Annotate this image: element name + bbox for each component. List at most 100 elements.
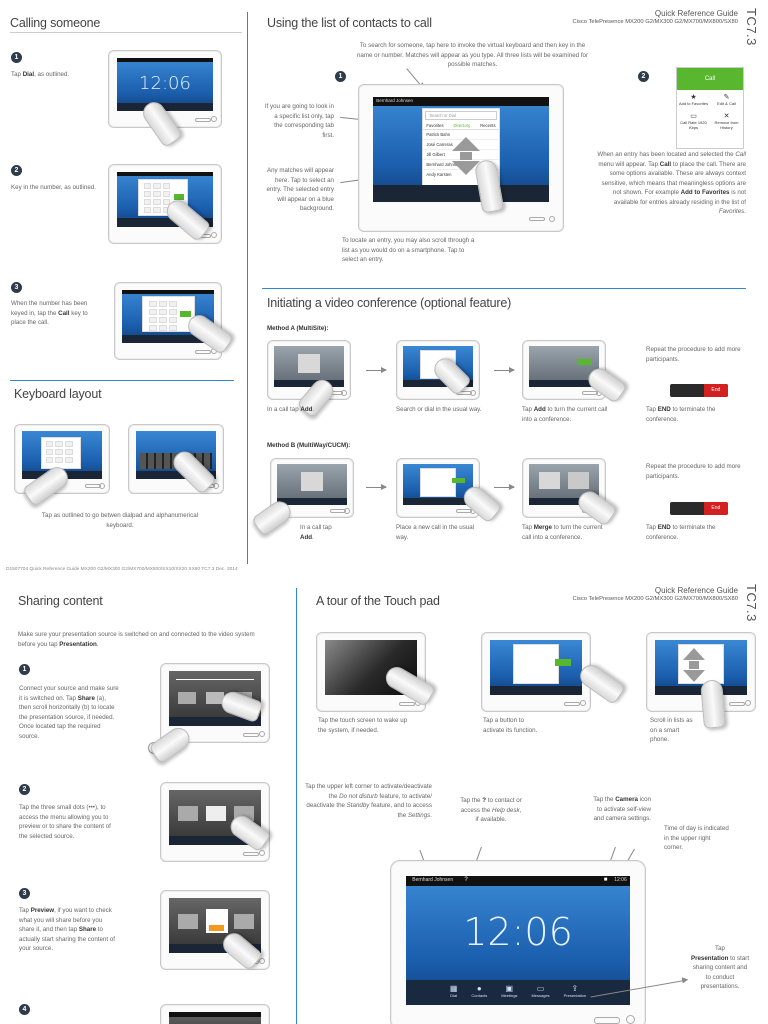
flow-arrow: [494, 484, 515, 490]
calling-title: Calling someone: [10, 16, 101, 30]
flow-arrow: [366, 484, 387, 490]
sharing-title: Sharing content: [18, 594, 103, 608]
time-of-day: 12:06: [614, 877, 627, 884]
corner-note: Tap the upper left corner to activate/de…: [305, 783, 432, 819]
toolbar-meetings[interactable]: ▣Meetings: [501, 983, 518, 998]
rate-icon: ▭: [690, 113, 697, 120]
list-note: If you are going to look in a specific l…: [264, 103, 334, 139]
scroll-note: To locate an entry, you may also scroll …: [342, 237, 475, 263]
call-rate-button[interactable]: ▭Call Rate 1920 Kbps: [677, 109, 710, 133]
toolbar-dial[interactable]: ▦Dial: [449, 983, 458, 998]
touchpad-image: [160, 1004, 270, 1024]
repeat-note: Repeat the procedure to add more partici…: [646, 463, 741, 480]
section-divider: [10, 380, 234, 381]
tab-directory[interactable]: Directory: [453, 123, 471, 129]
keyboard-title: Keyboard layout: [14, 387, 102, 401]
edit-call-button[interactable]: ✎Edit & Call: [710, 90, 743, 109]
touchpad-screen: 12:06: [116, 57, 214, 112]
presentation-note: Tap Presentation to start sharing conten…: [690, 945, 750, 990]
matches-note: Any matches will appear here. Tap to sel…: [266, 167, 334, 212]
sharing-intro: Make sure your presentation source is sw…: [18, 631, 255, 648]
touchpad-image: Bernhard Johnsen Search or Dial Favorite…: [358, 84, 564, 232]
step-number: 4: [19, 1004, 30, 1015]
time-note: Time of day is indicated in the upper ri…: [664, 825, 729, 851]
tab-favorites[interactable]: Favorites: [426, 123, 444, 129]
step-number: 3: [11, 282, 22, 293]
method-a-label: Method A (MultiSite):: [267, 325, 329, 332]
tour-caption: Tap the touch screen to wake up the syst…: [318, 717, 408, 734]
step-caption: In a call tap Add.: [300, 524, 332, 541]
guide-title: Quick Reference Guide: [654, 586, 738, 595]
toolbar: ▦Dial ●Contacts ▣Meetings ▭Messages ⇪Pre…: [406, 979, 630, 1006]
help-note: Tap the ? to contact or access the Help …: [460, 797, 522, 823]
dial-icon: ▦: [449, 983, 458, 993]
section-divider: [296, 588, 297, 1024]
end-button[interactable]: End: [703, 384, 728, 397]
tab-recents[interactable]: Recents: [480, 123, 496, 129]
section-divider: [247, 12, 248, 564]
list-item[interactable]: Andy Karsten: [426, 172, 452, 178]
calling-step2-text: Key in the number, as outlined.: [11, 184, 96, 191]
camera-icon[interactable]: ■: [603, 877, 608, 884]
touchpad-image: [481, 632, 591, 712]
add-favorites-button[interactable]: ★Add to Favorites: [678, 94, 709, 106]
presentation-icon: ⇪: [571, 983, 579, 993]
guide-models: Cisco TelePresence MX200 G2/MX300 G2/MX7…: [572, 596, 738, 602]
step-caption: Tap Add to turn the current call into a …: [522, 406, 608, 423]
sharing-step1-text: Connect your source and make sure it is …: [19, 685, 119, 740]
tour-caption: Tap a button to activate its function.: [483, 717, 538, 734]
meetings-icon: ▣: [505, 983, 514, 993]
edit-icon: ✎: [723, 94, 730, 101]
end-button[interactable]: End: [703, 502, 728, 515]
section-divider: [262, 288, 746, 289]
touchpad-image: [396, 458, 480, 518]
remove-history-button[interactable]: ✕Remove from History: [710, 109, 743, 133]
step-number: 1: [11, 52, 22, 63]
step-number: 2: [11, 165, 22, 176]
touchpad-screen[interactable]: Bernhard Johnsen ? ■ 12:06 12:06 ▦Dial ●…: [406, 876, 630, 1006]
call-button[interactable]: Call: [677, 68, 743, 90]
clock-display: 12:06: [139, 72, 191, 94]
call-note: When an entry has been located and selec…: [597, 151, 746, 215]
keyboard-caption: Tap as outlined to go betwen dialpad and…: [41, 512, 199, 529]
contacts-title: Using the list of contacts to call: [267, 16, 432, 30]
end-call-bar: End: [670, 502, 728, 515]
step-number: 1: [19, 664, 30, 675]
flow-arrow: [494, 367, 515, 373]
flow-arrow: [366, 367, 387, 373]
help-icon[interactable]: ?: [464, 877, 468, 884]
step-number: 2: [638, 71, 649, 82]
calling-step3-text: When the number has been keyed in, tap t…: [11, 300, 88, 326]
repeat-note: Repeat the procedure to add more partici…: [646, 346, 741, 363]
step-caption: Place a new call in the usual way.: [396, 524, 475, 541]
toolbar-messages[interactable]: ▭Messages: [531, 983, 550, 998]
sharing-step2-text: Tap the three small dots (•••), to acces…: [19, 804, 111, 840]
conference-title: Initiating a video conference (optional …: [267, 296, 512, 310]
messages-icon: ▭: [536, 983, 545, 993]
touchpad-image: [160, 890, 270, 970]
step-caption: Search or dial in the usual way.: [396, 406, 482, 413]
scroll-arrows-icon: [451, 137, 481, 177]
clock-display: 12:06: [463, 909, 573, 954]
guide-models: Cisco TelePresence MX200 G2/MX300 G2/MX7…: [572, 19, 738, 25]
sharing-step3-text: Tap Preview, if you want to check what y…: [19, 907, 115, 952]
calling-step1-text: Tap Dial, as outlined.: [11, 71, 70, 78]
scroll-arrows-icon: [682, 648, 706, 688]
footer-text: D1507704 Quick Reference Guide MX200 G2/…: [6, 567, 238, 572]
user-name: Bernhard Johnsen: [376, 97, 414, 103]
tour-caption: Scroll in lists as on a smart phone.: [650, 717, 693, 743]
user-name[interactable]: Bernhard Johnsen: [412, 877, 454, 884]
search-field[interactable]: Search or Dial: [425, 111, 497, 121]
call-menu: Call ★Add to Favorites ✎Edit & Call ▭Cal…: [676, 67, 744, 149]
step-caption: Tap Merge to turn the current call into …: [522, 524, 603, 541]
step-number: 3: [19, 888, 30, 899]
camera-note: Tap the Camera icon to activate self-vie…: [593, 796, 651, 822]
version-tag: TC7.3: [744, 584, 759, 622]
toolbar-presentation[interactable]: ⇪Presentation: [563, 983, 587, 998]
method-b-label: Method B (MultiWay/CUCM):: [267, 442, 351, 449]
toolbar-contacts[interactable]: ●Contacts: [471, 983, 488, 998]
scroll-arrow-icon: [175, 678, 254, 680]
touchpad-image: [114, 282, 222, 360]
step-number: 1: [335, 71, 346, 82]
touchpad-main: Bernhard Johnsen ? ■ 12:06 12:06 ▦Dial ●…: [390, 860, 646, 1024]
